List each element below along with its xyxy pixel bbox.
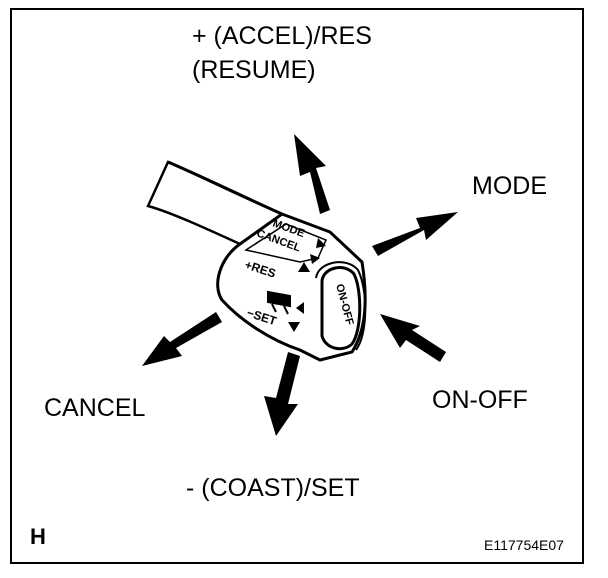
on-off-button-ring xyxy=(315,261,367,351)
arrow-onoff-icon xyxy=(380,314,446,362)
lever-stalk-edge xyxy=(167,160,283,216)
label-coast-set: - (COAST)/SET xyxy=(186,474,360,502)
diagram-frame xyxy=(10,8,584,564)
res-up-triangle-icon xyxy=(298,262,310,272)
switch-head-inner xyxy=(244,223,328,263)
label-mode: MODE xyxy=(472,172,547,200)
arrow-coast-icon xyxy=(264,352,300,436)
mode-triangle-icon xyxy=(316,238,326,248)
set-down-triangle-icon xyxy=(288,322,300,332)
on-off-button xyxy=(320,266,362,351)
label-cancel: CANCEL xyxy=(44,394,146,422)
cancel-triangle-icon xyxy=(310,254,320,264)
arrow-accel-icon xyxy=(294,134,330,214)
label-accel-res: + (ACCEL)/RES xyxy=(192,22,372,50)
label-on-off: ON-OFF xyxy=(432,386,528,414)
label-resume: (RESUME) xyxy=(192,56,316,84)
arrow-cancel-icon xyxy=(142,312,222,366)
cruise-car-icon xyxy=(267,290,291,315)
figure-code: E117754E07 xyxy=(484,537,564,553)
speed-side-triangle-icon xyxy=(296,302,304,314)
corner-letter: H xyxy=(30,524,46,549)
arrow-mode-icon xyxy=(372,212,458,256)
